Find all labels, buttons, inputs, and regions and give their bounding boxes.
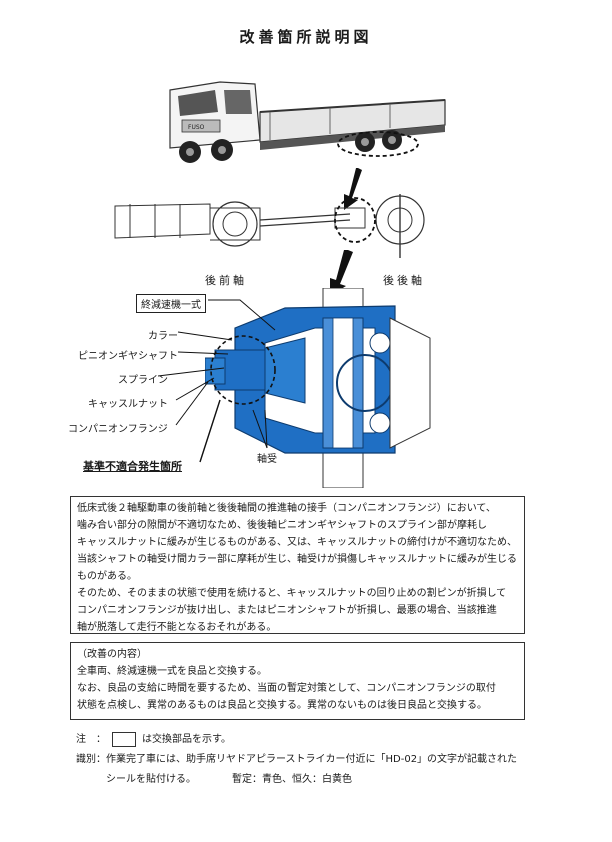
callout-leaders [157, 299, 276, 463]
callout-nonconformance: 基準不適合発生箇所 [83, 460, 182, 473]
axle-label-front-rear: 後前軸 [205, 274, 247, 287]
description-line: キャッスルナットに緩みが生じるものがある、又は、キャッスルナットの締付けが不適切… [77, 537, 517, 548]
id-row: 識別：作業完了車には、助手席リヤドアピラーストライカー付近に「HD-02」の文字… [76, 750, 517, 765]
note-label: 注 ： [76, 734, 106, 745]
improvement-line: なお、良品の支給に時間を要するため、当面の暫定対策として、コンパニオンフランジの… [77, 683, 496, 694]
improvement-line: 状態を点検し、異常のあるものは良品と交換する。異常のないものは後日良品と交換する… [77, 700, 487, 711]
page-title: 改善箇所説明図 [239, 28, 373, 46]
callout-collar: カラー [148, 331, 178, 342]
truck-illustration: FUSO [169, 81, 446, 163]
description-box: 低床式後２軸駆動車の後前軸と後後軸間の推進軸の接手（コンパニオンフランジ）におい… [70, 496, 525, 634]
description-line: そのため、そのままの状態で使用を続けると、キャッスルナットの回り止めの割ピンが折… [77, 588, 507, 599]
drivetrain-drawing [114, 194, 425, 258]
id-label: 識別： [76, 754, 106, 765]
callout-castle-nut: キャッスルナット [88, 399, 168, 410]
improvement-line: 全車両、終減速機一式を良品と交換する。 [77, 666, 267, 677]
callout-spline: スプライン [118, 375, 168, 386]
improvement-heading: （改善の内容） [77, 649, 147, 660]
description-line: 噛み合い部分の隙間が不適切なため、後後軸ピニオンギヤシャフトのスプライン部が摩耗… [77, 520, 487, 531]
description-line: 当該シャフトの軸受け間カラー部に摩耗が生じ、軸受けが損傷しキャッスルナットに緩み… [77, 554, 517, 565]
note-row: 注 ： は交換部品を示す。 [76, 730, 231, 747]
differential-cross-section [205, 288, 431, 488]
callout-pinion-shaft: ピニオンギヤシャフト [78, 351, 178, 362]
description-line: コンパニオンフランジが抜け出し、またはピニオンシャフトが折損し、最悪の場合、当該… [77, 605, 497, 616]
arrow-down-2-icon [330, 250, 353, 296]
callout-bearing: 軸受 [257, 454, 277, 465]
truck-brand-text: FUSO [188, 124, 205, 131]
replacement-part-swatch [112, 731, 136, 747]
note-text: は交換部品を示す。 [142, 734, 231, 745]
id-line-2: シールを貼付ける。 [106, 774, 196, 785]
callout-reducer: 終減速機一式 [136, 294, 206, 313]
improvement-box: （改善の内容） 全車両、終減速機一式を良品と交換する。 なお、良品の支給に時間を… [70, 642, 525, 720]
description-line: 軸が脱落して走行不能となるおそれがある。 [77, 622, 277, 633]
axle-label-rear-rear: 後後軸 [383, 274, 425, 287]
description-line: ものがある。 [77, 571, 137, 582]
callout-companion-flange: コンパニオンフランジ [68, 424, 168, 435]
description-line: 低床式後２軸駆動車の後前軸と後後軸間の推進軸の接手（コンパニオンフランジ）におい… [77, 503, 496, 514]
id-line-3: 暫定：青色、恒久：白黄色 [232, 774, 352, 785]
id-line-1: 作業完了車には、助手席リヤドアピラーストライカー付近に「HD-02」の文字が記載… [106, 754, 518, 765]
